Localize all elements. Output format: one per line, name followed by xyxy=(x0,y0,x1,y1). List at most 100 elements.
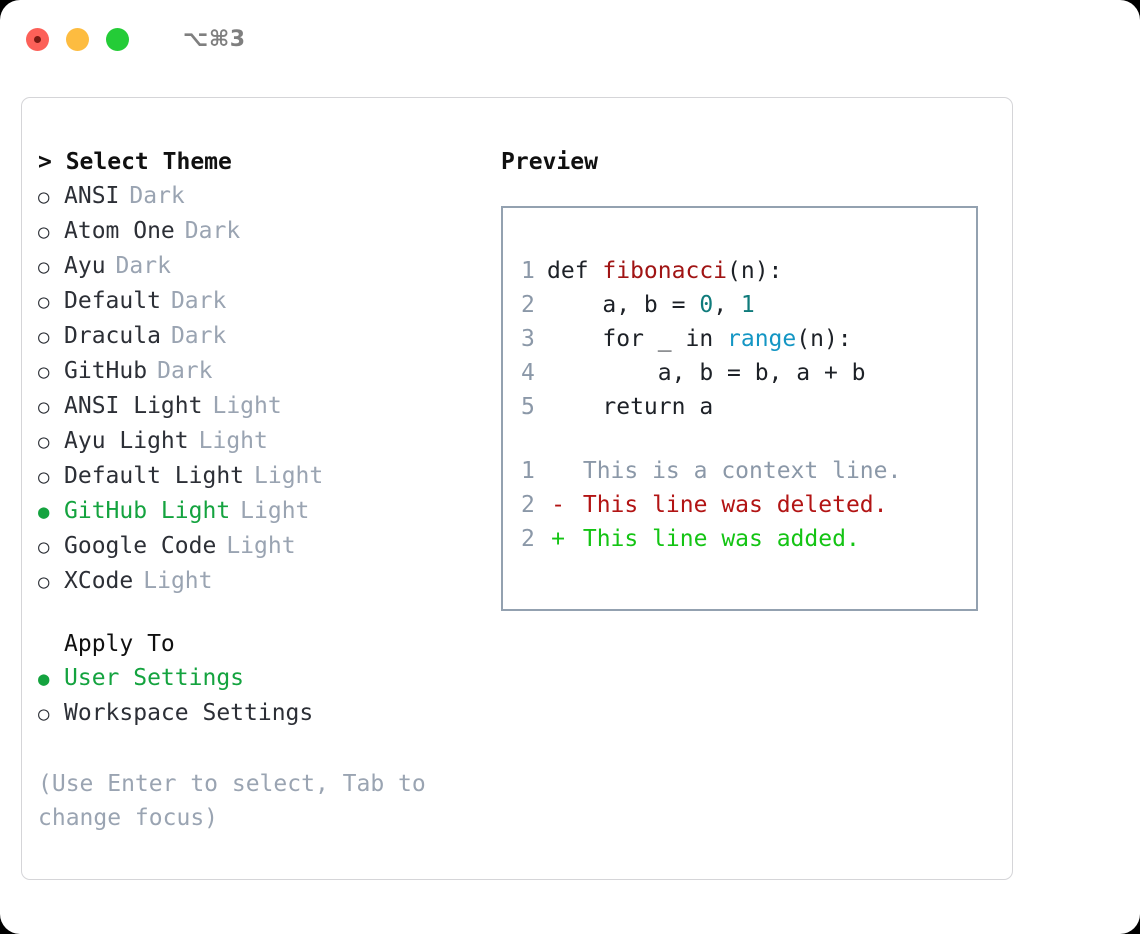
diff-line-text: This is a context line. xyxy=(569,458,902,484)
apply-to-option-workspace-settings[interactable]: ○ Workspace Settings xyxy=(38,696,498,731)
code-line-text: for _ in range(n): xyxy=(547,322,852,356)
theme-option-default[interactable]: ○ Default Dark xyxy=(38,284,498,319)
code-line: 4 a, b = b, a + b xyxy=(503,356,976,390)
minimize-button[interactable] xyxy=(66,27,89,51)
diff-sample: 1 This is a context line.2- This line wa… xyxy=(503,454,976,556)
theme-option-category: Light xyxy=(143,568,213,594)
theme-option-google-code[interactable]: ○ Google Code Light xyxy=(38,529,498,564)
code-token-plain: for _ in xyxy=(547,326,728,352)
radio-unselected-icon: ○ xyxy=(38,186,50,208)
radio-unselected-icon: ○ xyxy=(38,326,50,348)
close-button[interactable] xyxy=(26,27,49,51)
apply-to-option-label: Workspace Settings xyxy=(64,700,314,726)
code-token-plain: (n): xyxy=(796,326,852,352)
diff-line-del: 2- This line was deleted. xyxy=(503,488,976,522)
code-line: 3 for _ in range(n): xyxy=(503,322,976,356)
code-token-kw: range xyxy=(727,326,797,352)
code-line: 1 def fibonacci(n): xyxy=(503,254,976,288)
code-line-number: 5 xyxy=(521,394,535,420)
theme-option-category: Light xyxy=(240,498,310,524)
keyboard-shortcut-label: ⌥⌘3 xyxy=(183,26,246,52)
radio-unselected-icon: ○ xyxy=(38,431,50,453)
apply-to-list[interactable]: ● User Settings ○ Workspace Settings xyxy=(38,661,498,731)
diff-sign-context xyxy=(547,454,569,488)
window-controls xyxy=(26,27,129,51)
theme-option-category: Dark xyxy=(170,323,227,349)
theme-option-dracula[interactable]: ○ Dracula Dark xyxy=(38,319,498,354)
diff-line-number: 2 xyxy=(521,526,535,552)
apply-to-option-user-settings[interactable]: ● User Settings xyxy=(38,661,498,696)
theme-option-default-light[interactable]: ○ Default Light Light xyxy=(38,459,498,494)
code-token-plain: a, b = xyxy=(547,292,700,318)
theme-option-label: Default xyxy=(64,288,161,314)
theme-option-category: Dark xyxy=(170,288,227,314)
theme-option-label: ANSI xyxy=(64,183,120,209)
diff-line-text: This line was deleted. xyxy=(569,492,888,518)
apply-to-option-label: User Settings xyxy=(64,665,245,691)
theme-option-category: Light xyxy=(198,428,268,454)
diff-line-number: 2 xyxy=(521,492,535,518)
radio-unselected-icon: ○ xyxy=(38,361,50,383)
maximize-button[interactable] xyxy=(106,27,129,51)
select-theme-heading: > Select Theme xyxy=(38,149,232,175)
diff-line-number: 1 xyxy=(521,458,535,484)
code-token-plain: def xyxy=(547,258,603,284)
theme-option-label: Ayu Light xyxy=(64,428,189,454)
code-line-number: 3 xyxy=(521,326,535,352)
diff-line-context: 1 This is a context line. xyxy=(503,454,976,488)
theme-option-category: Dark xyxy=(129,183,185,209)
theme-option-ansi[interactable]: ○ ANSI Dark xyxy=(38,179,498,214)
code-token-plain: , xyxy=(713,292,741,318)
code-line-number: 4 xyxy=(521,360,535,386)
code-line-number: 2 xyxy=(521,292,535,318)
preview-heading: Preview xyxy=(501,149,598,175)
diff-sign-del: - xyxy=(551,492,565,518)
theme-option-label: Ayu xyxy=(64,253,106,279)
theme-option-label: Dracula xyxy=(64,323,161,349)
code-token-plain: (n): xyxy=(727,258,783,284)
radio-unselected-icon: ○ xyxy=(38,703,50,725)
code-line-text: def fibonacci(n): xyxy=(547,254,782,288)
code-token-plain: return a xyxy=(547,394,714,420)
theme-option-category: Dark xyxy=(157,358,213,384)
code-line: 2 a, b = 0, 1 xyxy=(503,288,976,322)
diff-line-text: This line was added. xyxy=(569,526,860,552)
diff-sign-add: + xyxy=(551,526,565,552)
theme-option-category: Light xyxy=(254,463,324,489)
radio-unselected-icon: ○ xyxy=(38,571,50,593)
theme-option-label: Default Light xyxy=(64,463,245,489)
title-bar: ⌥⌘3 xyxy=(0,0,1140,78)
code-line-text: return a xyxy=(547,390,713,424)
radio-unselected-icon: ○ xyxy=(38,291,50,313)
theme-option-xcode[interactable]: ○ XCode Light xyxy=(38,564,498,599)
theme-option-category: Light xyxy=(226,533,296,559)
keyboard-hint-text: (Use Enter to select, Tab to change focu… xyxy=(38,771,426,831)
code-token-num: 0 xyxy=(699,292,714,318)
theme-option-label: XCode xyxy=(64,568,134,594)
radio-unselected-icon: ○ xyxy=(38,256,50,278)
theme-option-category: Dark xyxy=(184,218,241,244)
radio-unselected-icon: ○ xyxy=(38,396,50,418)
code-line-number: 1 xyxy=(521,258,535,284)
theme-option-category: Light xyxy=(212,393,282,419)
theme-option-label: Google Code xyxy=(64,533,217,559)
code-line-text: a, b = b, a + b xyxy=(547,356,866,390)
theme-option-ayu-light[interactable]: ○ Ayu Light Light xyxy=(38,424,498,459)
radio-selected-icon: ● xyxy=(38,668,50,690)
code-token-num: 1 xyxy=(740,292,755,318)
radio-unselected-icon: ○ xyxy=(38,466,50,488)
radio-unselected-icon: ○ xyxy=(38,536,50,558)
radio-selected-icon: ● xyxy=(38,501,50,523)
